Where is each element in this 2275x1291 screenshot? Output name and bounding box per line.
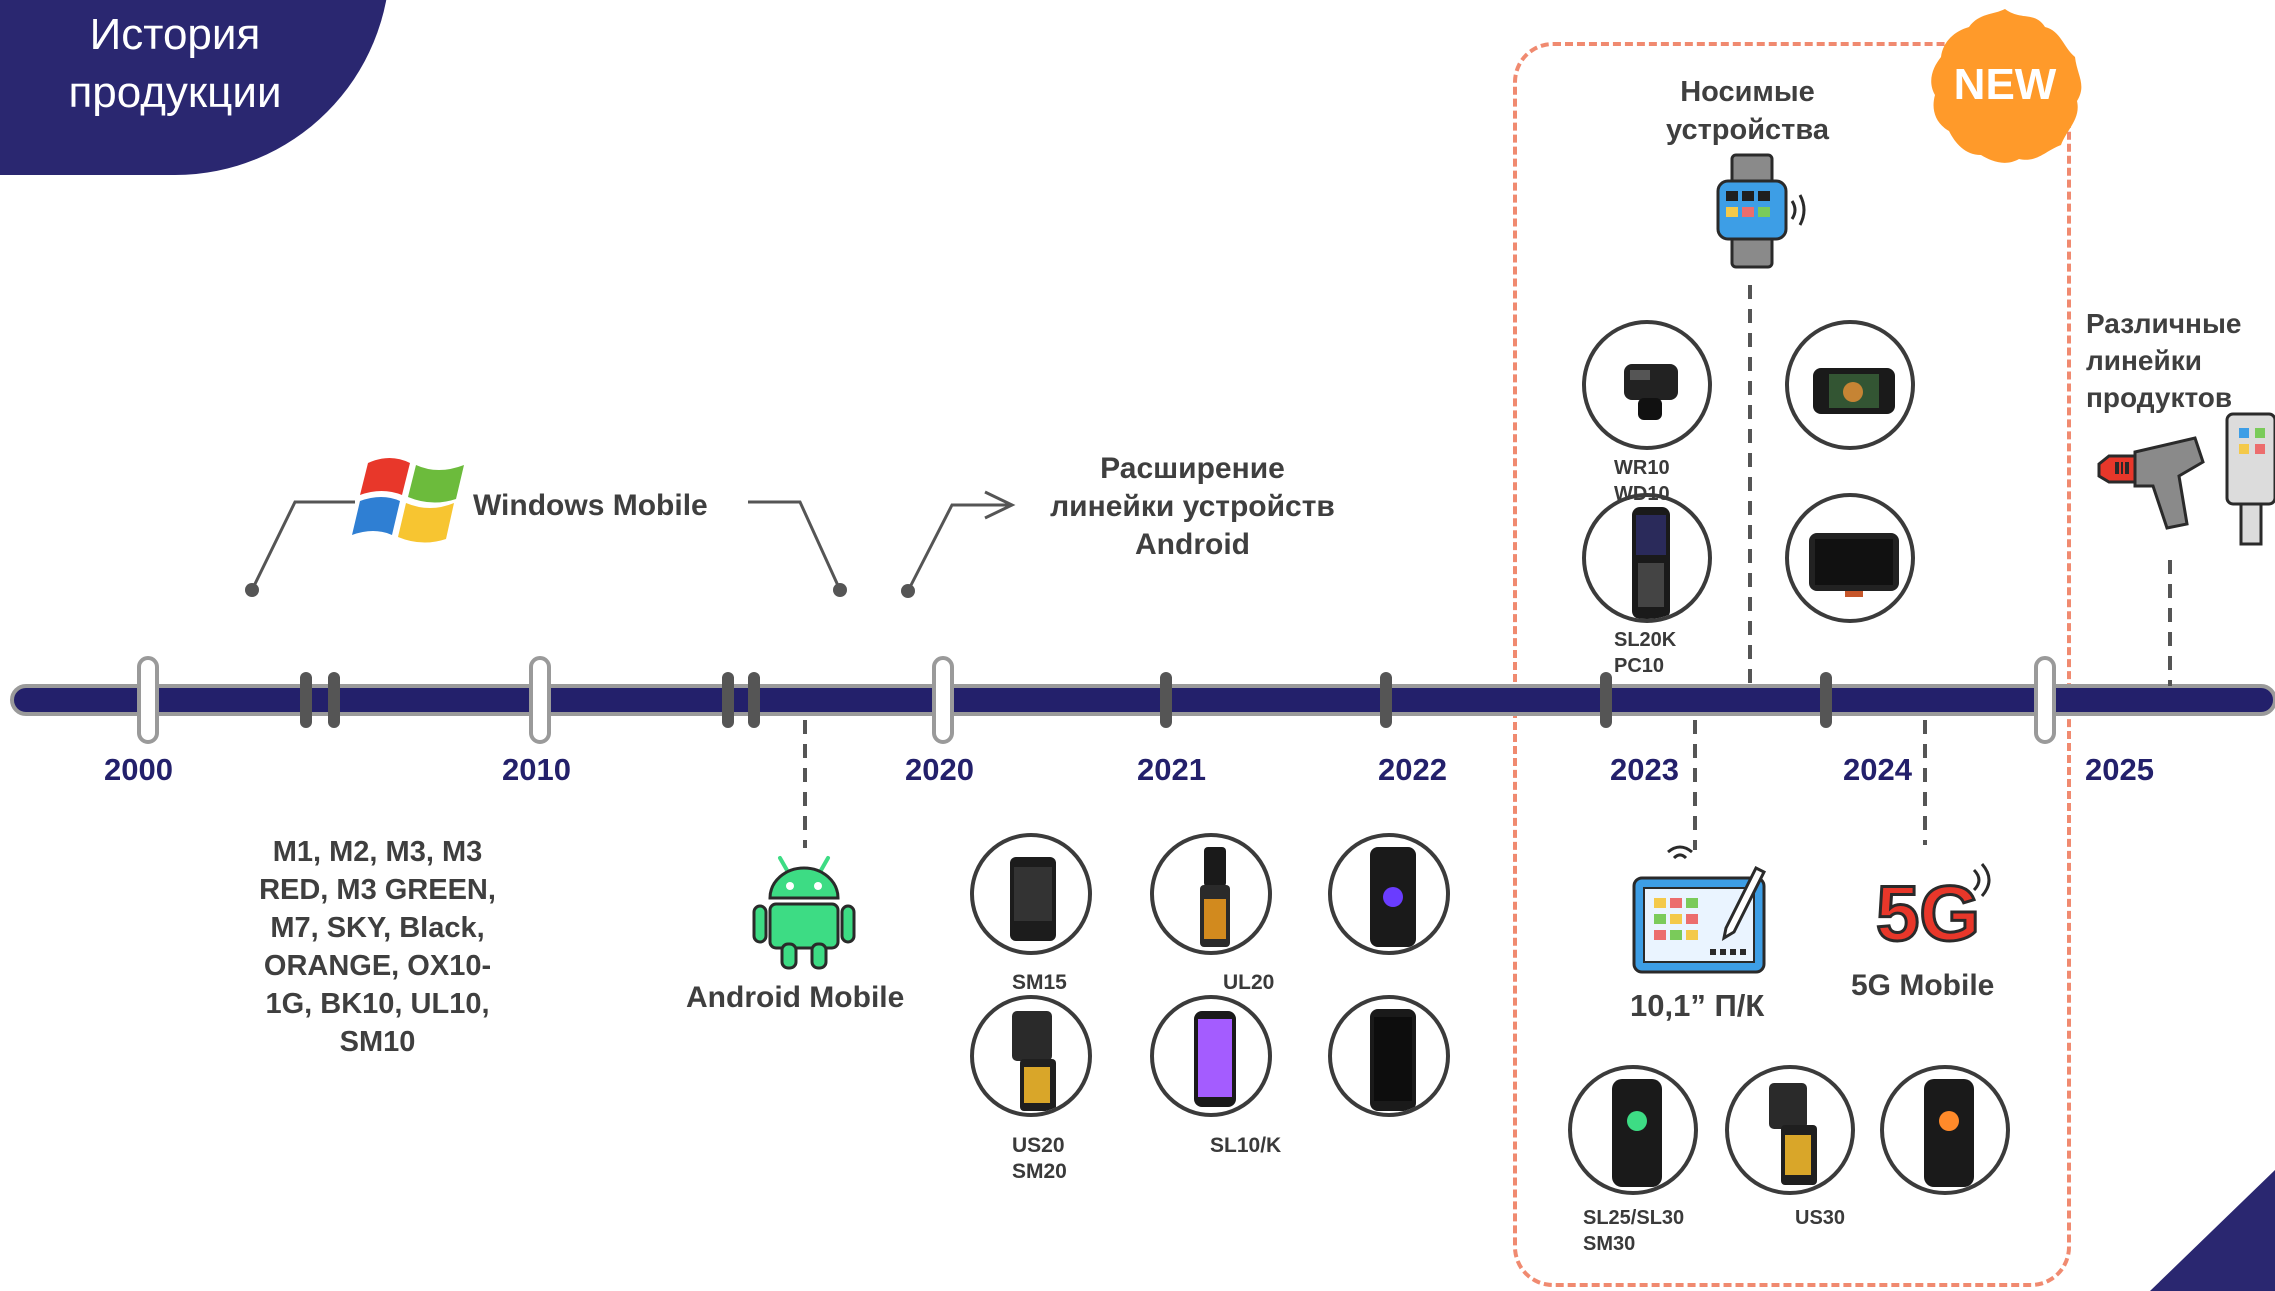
page-title: История продукции — [68, 10, 282, 117]
year-2024: 2024 — [1843, 752, 1912, 787]
device-wr10-image — [1582, 320, 1712, 450]
sl25-label: SL25/SL30 SM30 — [1583, 1207, 1685, 1255]
tablet-pen-icon — [1632, 845, 1767, 974]
device-sl20k-image — [1582, 493, 1712, 623]
android-expansion-label: Расширение линейки устройств Android — [1050, 452, 1335, 561]
new-badge: NEW — [1931, 9, 2082, 163]
device-sm15-image — [970, 833, 1092, 955]
device-pc10-image — [1785, 493, 1915, 623]
windows-logo-icon — [352, 458, 464, 543]
sl10k-label: SL10/K — [1210, 1134, 1282, 1157]
sm15-label: SM15 — [1012, 971, 1067, 994]
year-2025: 2025 — [2085, 752, 2154, 787]
svg-text:5G: 5G — [1876, 869, 1980, 957]
device-us30-image — [1725, 1065, 1855, 1195]
tablet-label: 10,1” П/К — [1630, 988, 1765, 1023]
device-sl25-image — [1568, 1065, 1698, 1195]
5g-logo-icon: 5G — [1875, 863, 1991, 959]
year-2021: 2021 — [1137, 752, 1206, 787]
wr10-label: WR10 WD10 — [1614, 457, 1670, 505]
year-2022: 2022 — [1378, 752, 1447, 787]
year-2020: 2020 — [905, 752, 974, 787]
5g-mobile-label: 5G Mobile — [1851, 969, 1995, 1002]
device-us20-image — [970, 995, 1092, 1117]
various-products-label: Различные линейки продуктов — [2086, 308, 2242, 413]
wearables-label: Носимые устройства — [1666, 76, 1829, 146]
corner-decoration — [2150, 1170, 2275, 1291]
device-phone-1-image — [1328, 833, 1450, 955]
sl20k-label: SL20K PC10 — [1614, 629, 1677, 677]
device-ul20-image — [1150, 833, 1272, 955]
device-phone-2-image — [1328, 995, 1450, 1117]
android-robot-icon — [752, 856, 856, 970]
ul20-label: UL20 — [1223, 971, 1275, 994]
year-2023: 2023 — [1610, 752, 1679, 787]
new-products-section — [1513, 42, 2071, 1287]
year-2000: 2000 — [104, 752, 173, 787]
windows-mobile-label: Windows Mobile — [473, 489, 708, 522]
barcode-scanner-kiosk-icon — [2097, 412, 2275, 546]
us20-label: US20 SM20 — [1012, 1134, 1067, 1183]
smartwatch-icon — [1716, 153, 1806, 269]
device-sm30-image — [1880, 1065, 2010, 1195]
device-sl10k-image — [1150, 995, 1272, 1117]
windows-models-list: M1, M2, M3, M3 RED, M3 GREEN, M7, SKY, B… — [259, 836, 496, 1058]
android-mobile-label: Android Mobile — [686, 981, 905, 1014]
svg-text:NEW: NEW — [1954, 60, 2057, 109]
us30-label: US30 — [1795, 1207, 1846, 1229]
device-wd10-image — [1785, 320, 1915, 450]
year-2010: 2010 — [502, 752, 571, 787]
